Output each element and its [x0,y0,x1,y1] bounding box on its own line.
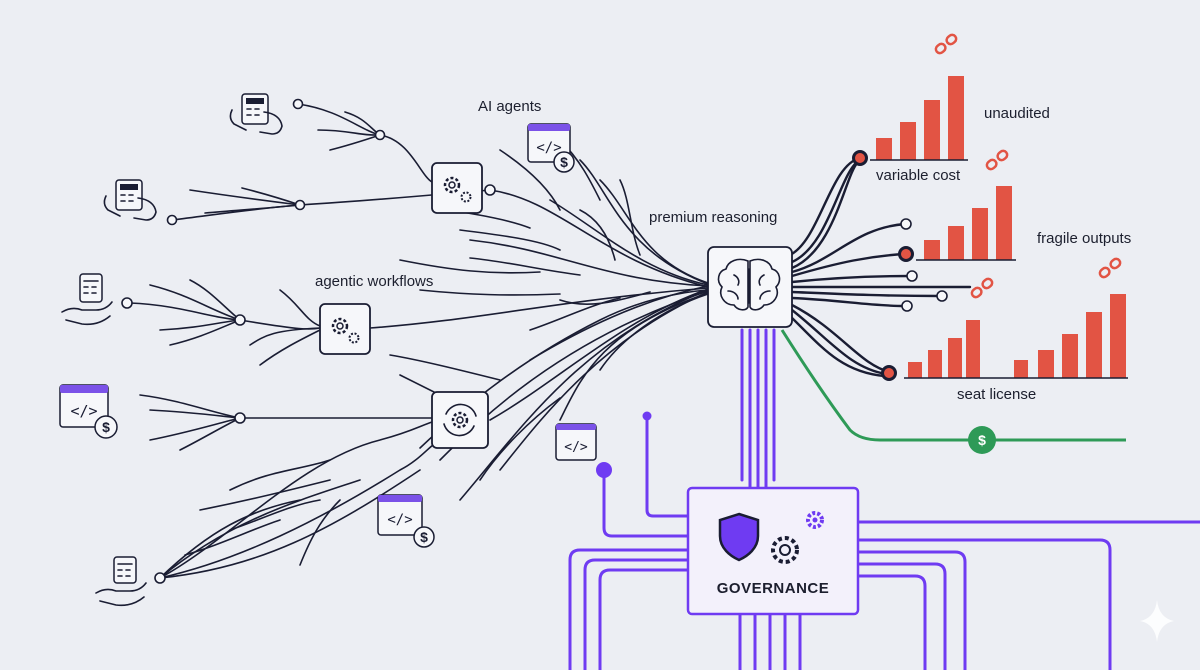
cost-bars-unaudited [870,76,968,161]
svg-text:</>: </> [70,402,97,420]
cost-bars-seat [904,294,1128,379]
broken-link-icon [985,149,1009,171]
gear-box [431,162,483,214]
dollar-coin-icon [94,415,118,439]
label-premium-reasoning: premium reasoning [649,209,777,226]
endpoint-node [898,246,914,262]
refresh-gear-icon [443,403,477,437]
endpoint-node [936,290,948,302]
refresh-gear-box [431,391,489,449]
gear-icon [771,511,824,564]
label-variable-cost: variable cost [876,167,961,184]
right-endpoints [852,150,948,381]
svg-text:$: $ [420,529,428,545]
license-line: $ [780,329,1126,454]
label-agentic-workflows: agentic workflows [315,273,433,290]
junction-node [154,572,166,584]
junction-node [234,412,246,424]
governance-box: GOVERNANCE [686,486,860,616]
svg-text:</>: </> [536,140,561,156]
broken-link-icon [970,277,994,299]
junction-nodes [121,98,496,584]
license-dollar-text: $ [978,432,986,448]
label-seat-license: seat license [957,386,1036,403]
junction-node [374,129,386,141]
dollar-coin-icon [553,151,575,173]
junction-node [166,214,178,226]
brain-icon [717,258,781,311]
endpoint-node [906,270,918,282]
label-unaudited: unaudited [984,105,1050,122]
dollar-coin-icon [413,526,435,548]
governance-node [596,462,612,478]
junction-node [121,297,133,309]
governance-lines [568,328,1200,670]
endpoint-node [852,150,868,166]
broken-link-icon [1098,257,1122,279]
code-window-icon: </> $ [527,123,575,173]
junction-node [294,199,306,211]
gear-box [319,303,371,355]
endpoint-node [900,218,912,230]
label-fragile-outputs: fragile outputs [1037,230,1131,247]
brain-hub [707,246,793,328]
gear-icon [443,176,472,203]
code-window-icon: </> $ [377,494,435,548]
broken-link-icon [934,33,958,55]
cost-bars-fragile [916,186,1016,261]
sparkle-icon [1140,600,1174,642]
right-cables [788,156,972,378]
svg-text:$: $ [102,419,110,435]
calculator-hand-icon [61,273,113,326]
junction-node [234,314,246,326]
label-ai-agents: AI agents [478,98,541,115]
svg-text:$: $ [560,154,568,170]
license-dollar-icon [968,426,996,454]
calculator-hand-icon [103,179,157,221]
fiber-network [129,103,709,579]
governance-node [642,411,652,421]
calculator-hand-icon [95,556,147,607]
endpoint-node [881,365,897,381]
governance-label: GOVERNANCE [717,580,830,597]
junction-node [292,98,304,110]
svg-text:</>: </> [564,440,588,455]
calculator-hand-icon [229,93,283,135]
endpoint-node [901,300,913,312]
junction-node [484,184,496,196]
gear-icon [331,317,360,344]
code-window-icon: </> $ [59,384,118,439]
svg-text:</>: </> [387,512,412,528]
shield-icon [718,512,760,562]
code-window-icon: </> [555,423,597,461]
